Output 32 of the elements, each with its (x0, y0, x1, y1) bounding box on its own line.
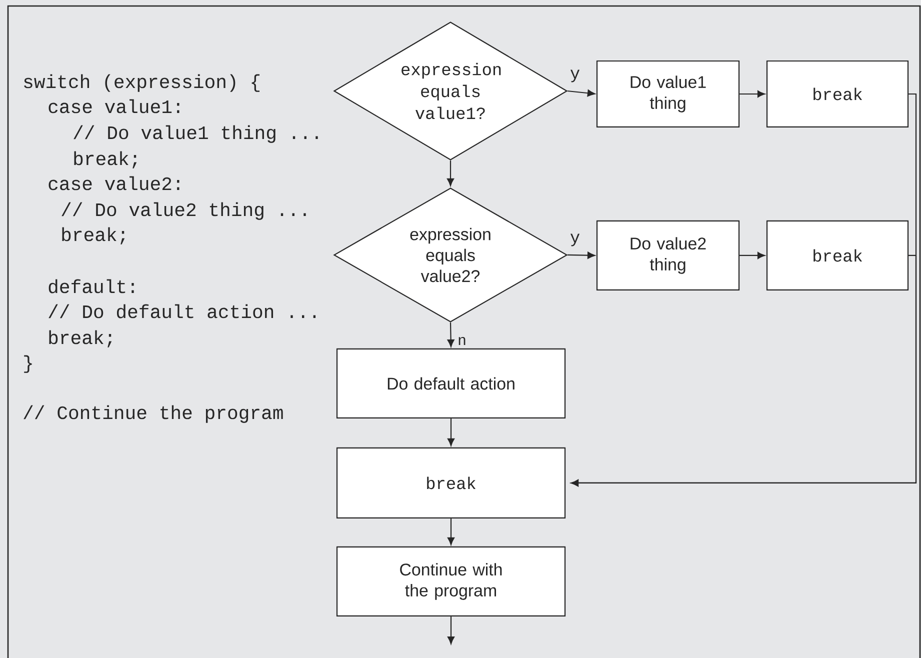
code-line: case value1: (48, 99, 180, 114)
process-box: Do default action (336, 348, 566, 419)
arrow (570, 254, 917, 486)
arrow (448, 616, 454, 644)
edge-label: n (458, 336, 466, 345)
arrow (568, 90, 596, 97)
code-line: // Do value2 thing ... (62, 202, 306, 220)
process-box: break (766, 220, 909, 291)
edge-label: y (570, 70, 580, 82)
arrow (448, 418, 454, 446)
code-line: break; (74, 151, 137, 168)
code-line: case value2: (48, 176, 180, 190)
process-box: Do value2 thing (596, 220, 740, 291)
edge-label: y (570, 234, 580, 246)
code-line: break; (62, 227, 125, 244)
code-line: default: (48, 279, 134, 294)
arrow (447, 160, 454, 186)
code-line: // Do default action ... (48, 304, 316, 318)
arrow (448, 518, 454, 546)
process-box: break (336, 447, 566, 519)
code-line: // Continue the program (24, 405, 283, 423)
code-line: } (24, 355, 32, 373)
arrow (740, 90, 766, 98)
arrow (740, 252, 766, 259)
arrow (447, 322, 454, 348)
process-box: Continue with the program (336, 546, 566, 617)
process-box: break (766, 60, 909, 128)
code-line: break; (49, 330, 112, 348)
process-box: Do value1 thing (596, 60, 740, 128)
code-line: // Do value1 thing ... (74, 125, 318, 143)
arrow (568, 252, 596, 259)
code-line: switch (expression) { (24, 74, 260, 92)
